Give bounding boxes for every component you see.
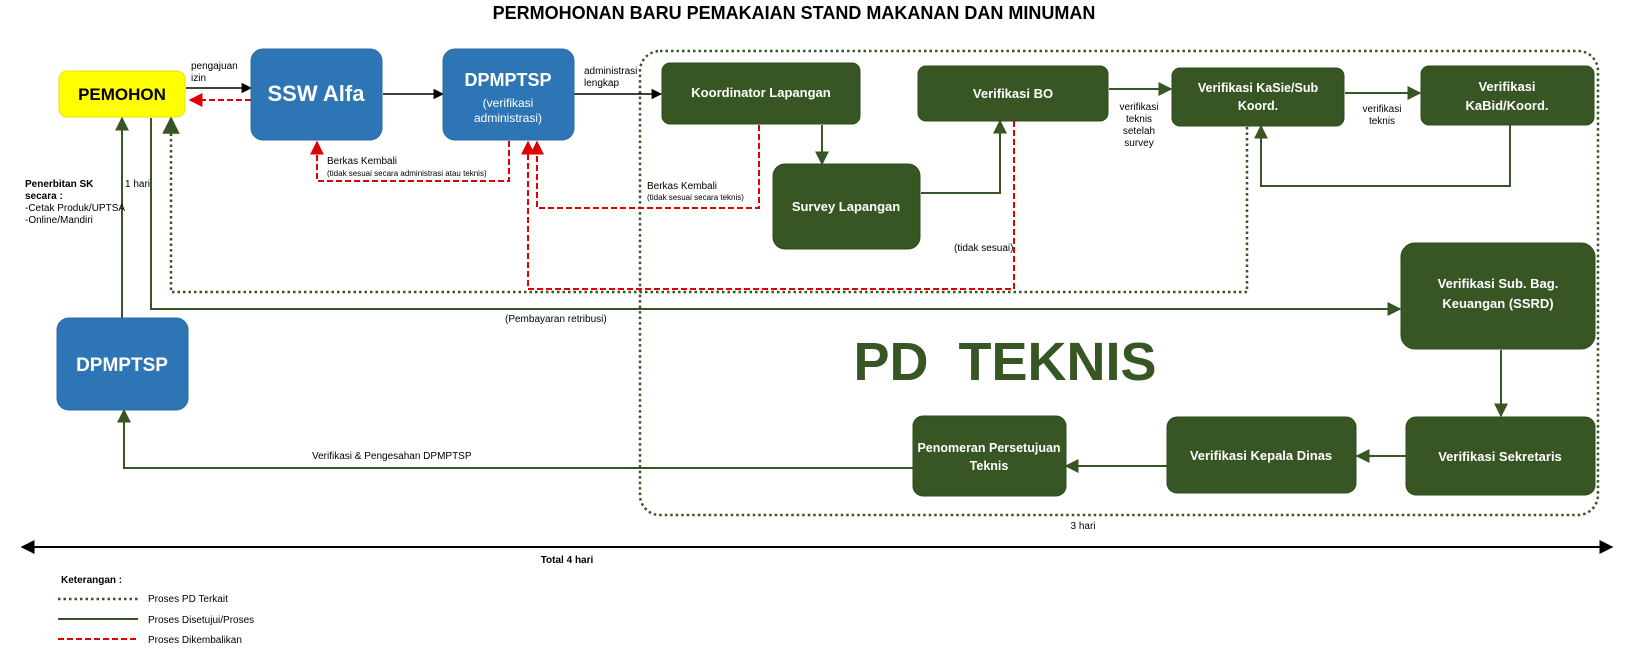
label-tidak-sesuai: (tidak sesuai) [954,243,1013,254]
label-verif-teknis-setelah-4: survey [1124,138,1153,149]
label-verif-teknis-2: teknis [1369,116,1395,127]
label-administrasi-2: lengkap [584,78,619,89]
node-pemohon: PEMOHON [58,70,186,118]
label-berkas-kembali-2: Berkas Kembali [647,181,717,192]
node-dpmptsp-top-sub2: administrasi) [474,111,542,125]
node-survey-lapangan: Survey Lapangan [772,163,921,250]
arrow-berkas-kembali-dpmptsp-ssw [310,140,510,182]
node-penomeran-label-2: Teknis [970,459,1009,473]
label-verif-teknis-1: verifikasi [1363,104,1402,115]
node-pemohon-label: PEMOHON [78,85,166,104]
label-penerbitan-4: -Online/Mandiri [25,215,93,226]
label-satu-hari: 1 hari [125,179,150,190]
node-dpmptsp-top-sub1: (verifikasi [483,96,534,110]
node-koordinator-label: Koordinator Lapangan [691,85,830,100]
diagram-title: PERMOHONAN BARU PEMAKAIAN STAND MAKANAN … [493,3,1096,23]
arrow-tidak-sesuai-bo-dpmptsp [521,121,1015,290]
node-penomeran-persetujuan: Penomeran Persetujuan Teknis [912,415,1067,497]
label-total: Total 4 hari [541,555,594,566]
label-berkas-kembali-1: Berkas Kembali [327,156,397,167]
node-ssw-alfa-label: SSW Alfa [268,81,366,106]
node-subbag-label-2: Keuangan (SSRD) [1442,296,1553,311]
label-penerbitan-1: Penerbitan SK [25,179,94,190]
legend-item-solid: Proses Disetujui/Proses [148,615,254,626]
node-verifikasi-bo: Verifikasi BO [917,65,1109,122]
arrow-pemohon-subbag [150,118,1402,316]
label-verif-teknis-setelah-2: teknis [1126,114,1152,125]
node-kabid-label-1: Verifikasi [1478,79,1535,94]
node-ssw-alfa: SSW Alfa [250,48,383,141]
label-berkas-kembali-2-sub: (tidak sesuai secara teknis) [647,193,744,202]
label-verif-teknis-setelah-3: setelah [1123,126,1155,137]
node-verifikasi-kasie: Verifikasi KaSie/Sub Koord. [1171,67,1345,127]
node-kasie-label-2: Koord. [1238,99,1278,113]
label-pengajuan-2: izin [191,73,206,84]
label-pengajuan-1: pengajuan [191,61,238,72]
label-pembayaran-retribusi: (Pembayaran retribusi) [505,314,607,325]
node-dpmptsp-top: DPMPTSP (verifikasi administrasi) [442,48,575,141]
label-penerbitan-3: -Cetak Produk/UPTSA [25,203,125,214]
node-penomeran-label-1: Penomeran Persetujuan [917,441,1060,455]
node-dpmptsp-bottom-label: DPMPTSP [76,355,168,376]
node-verifikasi-sekretaris: Verifikasi Sekretaris [1405,416,1596,496]
legend-title: Keterangan : [61,575,122,586]
arrow-berkas-kembali-koordinator-dpmptsp [530,125,760,209]
pd-teknis-container [638,49,1600,517]
label-penerbitan-2: secara : [25,191,63,202]
node-koordinator-lapangan: Koordinator Lapangan [661,62,861,125]
arrow-kabid-kasie-return [1254,124,1511,187]
label-verif-pengesahan: Verifikasi & Pengesahan DPMPTSP [312,451,472,462]
legend-item-dotted: Proses PD Terkait [148,594,228,605]
arrow-kasie-pemohon-dotted [162,116,1249,294]
node-verifikasi-kabid: Verifikasi KaBid/Koord. [1420,65,1595,126]
label-verif-teknis-setelah-1: verifikasi [1120,102,1159,113]
node-kepala-label: Verifikasi Kepala Dinas [1190,448,1332,463]
legend-item-dashed: Proses Dikembalikan [148,635,242,646]
legend: Keterangan : Proses PD Terkait Proses Di… [58,575,254,646]
node-subbag-label-1: Verifikasi Sub. Bag. [1438,276,1559,291]
node-kasie-label-1: Verifikasi KaSie/Sub [1198,81,1319,95]
label-tiga-hari: 3 hari [1070,521,1095,532]
node-kabid-label-2: KaBid/Koord. [1465,98,1548,113]
label-berkas-kembali-1-sub: (tidak sesuai secara administrasi atau t… [327,169,487,178]
arrow-penomeran-dpmptsp [117,408,913,469]
node-dpmptsp-top-label: DPMPTSP [464,70,551,90]
node-sekretaris-label: Verifikasi Sekretaris [1438,449,1562,464]
arrow-survey-verifbo [921,119,1007,194]
node-verifikasi-kepala-dinas: Verifikasi Kepala Dinas [1166,416,1357,494]
node-survey-label: Survey Lapangan [792,199,900,214]
node-dpmptsp-bottom: DPMPTSP [56,317,189,411]
node-verifikasi-subbag: Verifikasi Sub. Bag. Keuangan (SSRD) [1400,242,1596,350]
node-verifbo-label: Verifikasi BO [973,86,1053,101]
label-administrasi-1: administrasi [584,66,637,77]
pd-teknis-label: PD TEKNIS [853,332,1156,392]
